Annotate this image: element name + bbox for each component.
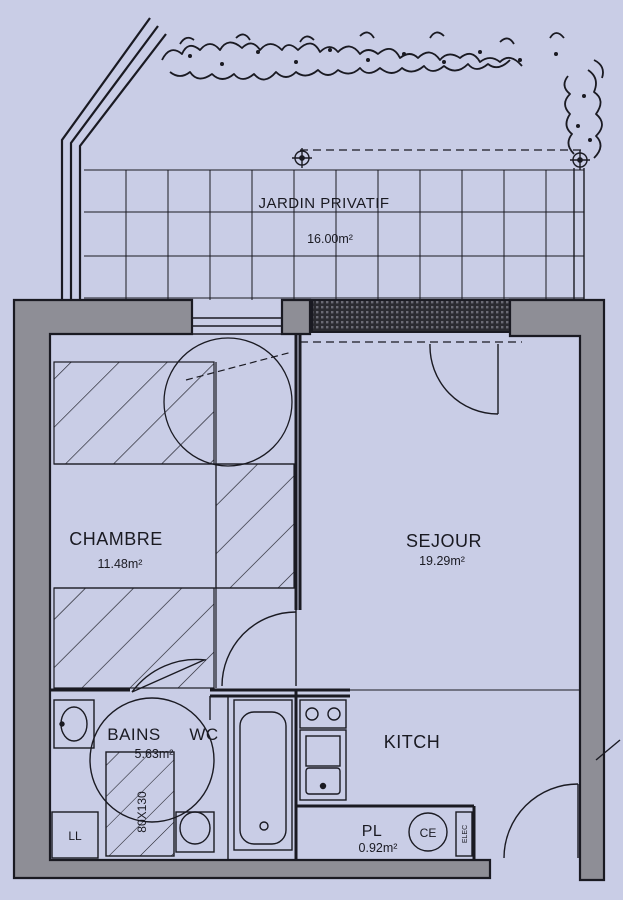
- living-area-value: 19.29m²: [419, 554, 465, 568]
- kitchen-name: KITCH: [384, 732, 441, 752]
- garden-hedge: [161, 31, 604, 159]
- closet-fixtures: [408, 811, 473, 857]
- bedroom-dash-line: [185, 351, 293, 381]
- bath-area-value: 5.63m²: [135, 747, 174, 761]
- garden-area: [60, 17, 604, 300]
- garden-post-markers: [292, 148, 590, 170]
- interior-walls: [50, 334, 476, 860]
- garden-area-value: 16.00m²: [307, 232, 353, 246]
- closet-area-value: 0.92m²: [359, 841, 398, 855]
- garden-name: JARDIN PRIVATIF: [258, 195, 389, 212]
- garden-hedge-dots: [188, 48, 592, 142]
- garden-fence-left: [60, 17, 167, 300]
- bedroom-door: [221, 610, 297, 687]
- bath-door: [131, 658, 207, 693]
- bedroom-bed-hatch: [53, 361, 296, 689]
- living-window-grille: [311, 299, 511, 333]
- bedroom-name: CHAMBRE: [69, 529, 163, 549]
- closet-name: PL: [362, 823, 383, 840]
- living-name: SEJOUR: [406, 531, 482, 551]
- exterior-walls: [12, 298, 606, 882]
- garden-paving: [84, 169, 584, 300]
- kitchen-fixtures: [299, 699, 347, 801]
- living-door: [429, 343, 499, 415]
- garden-fence-right: [573, 168, 585, 300]
- bedroom-area-value: 11.48m²: [98, 557, 143, 571]
- water-heater-label: CE: [420, 826, 437, 840]
- wc-name: WC: [189, 725, 218, 744]
- entrance-door: [503, 783, 579, 859]
- bedroom-turning-circle: [163, 337, 293, 467]
- exterior-step-line: [595, 739, 621, 761]
- bedroom-window: [192, 317, 282, 335]
- bath-name: BAINS: [107, 725, 161, 744]
- electrical-panel-label: ELEC: [462, 825, 469, 843]
- bath-fixtures: [51, 696, 293, 860]
- washer-label: LL: [68, 829, 82, 843]
- shower-size-label: 80X130: [135, 791, 149, 833]
